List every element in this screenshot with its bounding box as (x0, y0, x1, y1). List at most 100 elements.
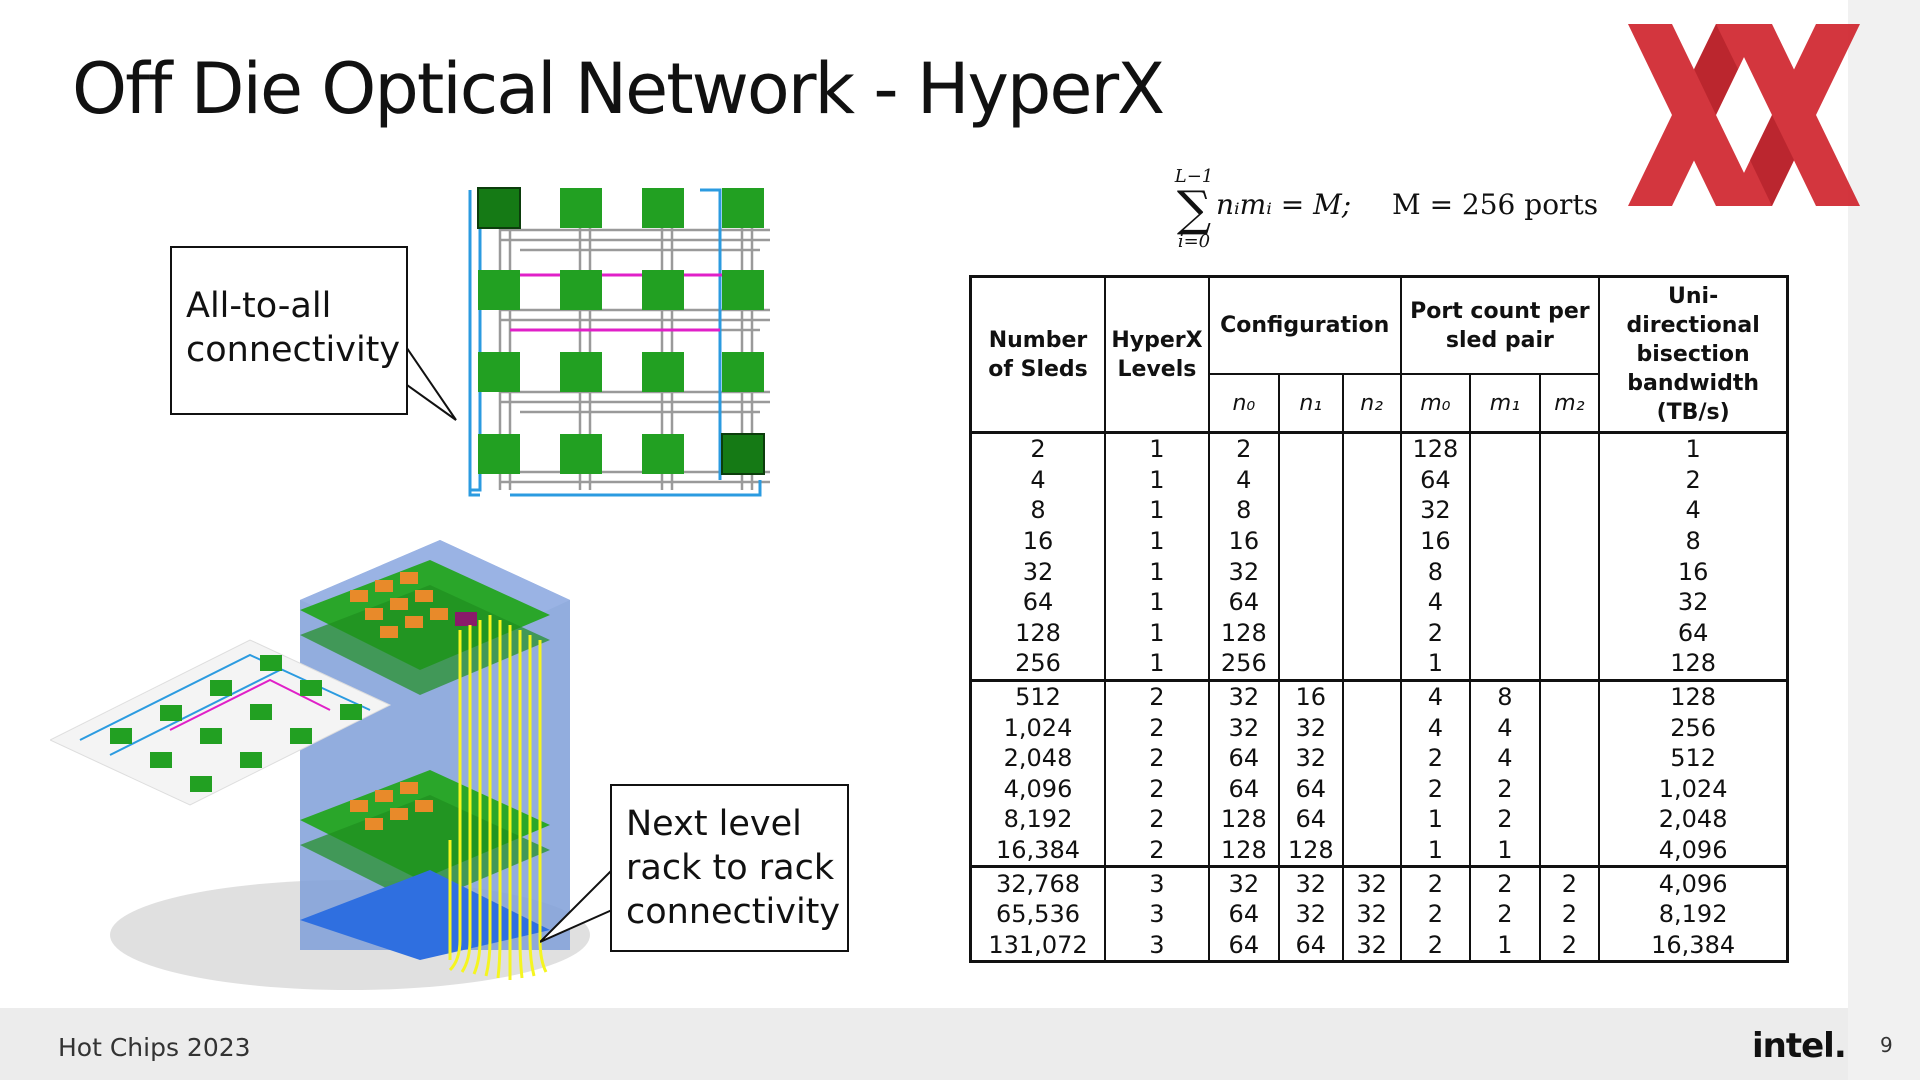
table-cell: 64 (1399, 464, 1472, 496)
table-cell: 8 (969, 495, 1106, 526)
right-margin-strip (1848, 0, 1920, 1080)
table-cell: 2 (1538, 866, 1601, 899)
table-cell: 8 (1207, 495, 1280, 526)
table-cell: 3 (1104, 898, 1210, 930)
hyperx-grid-diagram (450, 180, 790, 506)
table-cell: 2 (1399, 898, 1472, 930)
grid-chips (477, 187, 765, 475)
table-cell: 512 (969, 680, 1106, 713)
table-cell: 16 (1277, 680, 1344, 713)
table-cell: 1 (1399, 804, 1472, 835)
table-cell: 1,024 (1598, 773, 1789, 805)
table-cell (1469, 556, 1541, 587)
table-cell (1538, 586, 1601, 618)
callout-rack-to-rack: Next level rack to rack connectivity (610, 784, 849, 952)
table-cell (1469, 432, 1541, 465)
formula-expression: nᵢmᵢ = M; (1216, 188, 1352, 221)
table-cell (1538, 495, 1601, 526)
table-cell: 2 (1538, 898, 1601, 930)
table-cell: 8 (1598, 525, 1789, 557)
table-cell (1341, 617, 1402, 649)
table-cell: 32 (1207, 680, 1280, 713)
table-cell: 16,384 (969, 834, 1106, 867)
table-cell: 8 (1399, 556, 1472, 587)
table-cell (1538, 556, 1601, 587)
table-cell: 128 (1598, 648, 1789, 681)
table-cell (1538, 834, 1601, 867)
table-cell: 32 (1277, 742, 1344, 774)
table-cell: 1 (1399, 834, 1472, 867)
table-cell: 512 (1598, 742, 1789, 774)
table-cell: 4 (1598, 495, 1789, 526)
table-cell (1277, 617, 1344, 649)
table-cell: 1 (1469, 929, 1541, 962)
table-cell (1341, 742, 1402, 774)
table-cell (1538, 617, 1601, 649)
table-cell: 2,048 (1598, 804, 1789, 835)
callout-all-to-all: All-to-all connectivity (170, 246, 408, 415)
table-cell (1469, 525, 1541, 557)
table-cell: 64 (1207, 898, 1280, 930)
callout-rack-line2: rack to rack (626, 848, 835, 888)
table-cell: 64 (969, 586, 1106, 618)
table-cell: 1 (1104, 617, 1210, 649)
footer-bar (0, 1008, 1848, 1080)
table-cell: 4 (1399, 680, 1472, 713)
sigma-symbol: ∑ (1176, 181, 1212, 237)
table-cell: 64 (1207, 773, 1280, 805)
table-cell: 16 (1207, 525, 1280, 557)
table-cell: 2 (1469, 898, 1541, 930)
table-cell: 128 (1207, 617, 1280, 649)
callout-all-to-all-line2: connectivity (186, 330, 401, 370)
callout-rack-line1: Next level (626, 804, 802, 844)
table-cell: 2 (1207, 432, 1280, 465)
table-cell: 16 (1598, 556, 1789, 587)
rack-isometric-diagram (50, 540, 590, 990)
subheader-n1: n₁ (1277, 373, 1344, 434)
table-cell: 2 (1399, 742, 1472, 774)
table-cell: 4 (1399, 586, 1472, 618)
table-cell: 1 (1104, 495, 1210, 526)
table-cell: 256 (1207, 648, 1280, 681)
table-cell: 1 (1104, 556, 1210, 587)
table-cell: 4,096 (1598, 834, 1789, 867)
table-cell: 2 (969, 432, 1106, 465)
table-cell: 2 (1538, 929, 1601, 962)
table-cell (1341, 495, 1402, 526)
callout-pointer-top (400, 336, 457, 421)
table-cell: 32 (1277, 866, 1344, 899)
table-cell (1341, 773, 1402, 805)
table-cell (1538, 712, 1601, 743)
table-cell (1277, 432, 1344, 465)
subheader-n0: n₀ (1207, 373, 1280, 434)
table-cell: 1 (1104, 648, 1210, 681)
sum-lower-limit: i=0 (1177, 231, 1211, 252)
table-cell: 3 (1104, 929, 1210, 962)
table-cell: 32 (1207, 712, 1280, 743)
table-cell: 2 (1104, 804, 1210, 835)
table-cell: 2 (1469, 866, 1541, 899)
table-cell (1341, 834, 1402, 867)
table-cell: 32 (1207, 556, 1280, 587)
table-cell (1341, 586, 1402, 618)
table-cell: 4 (1469, 712, 1541, 743)
table-cell: 64 (1277, 773, 1344, 805)
table-cell: 1 (1598, 432, 1789, 465)
table-cell: 1 (1469, 834, 1541, 867)
footer-event-name: Hot Chips 2023 (58, 1033, 251, 1062)
table-cell: 1 (1104, 586, 1210, 618)
table-cell: 32 (1341, 898, 1402, 930)
header-levels: HyperX Levels (1104, 275, 1210, 434)
table-cell (1538, 432, 1601, 465)
table-cell: 128 (969, 617, 1106, 649)
table-header: Number of Sleds HyperX Levels Configurat… (969, 275, 1789, 434)
